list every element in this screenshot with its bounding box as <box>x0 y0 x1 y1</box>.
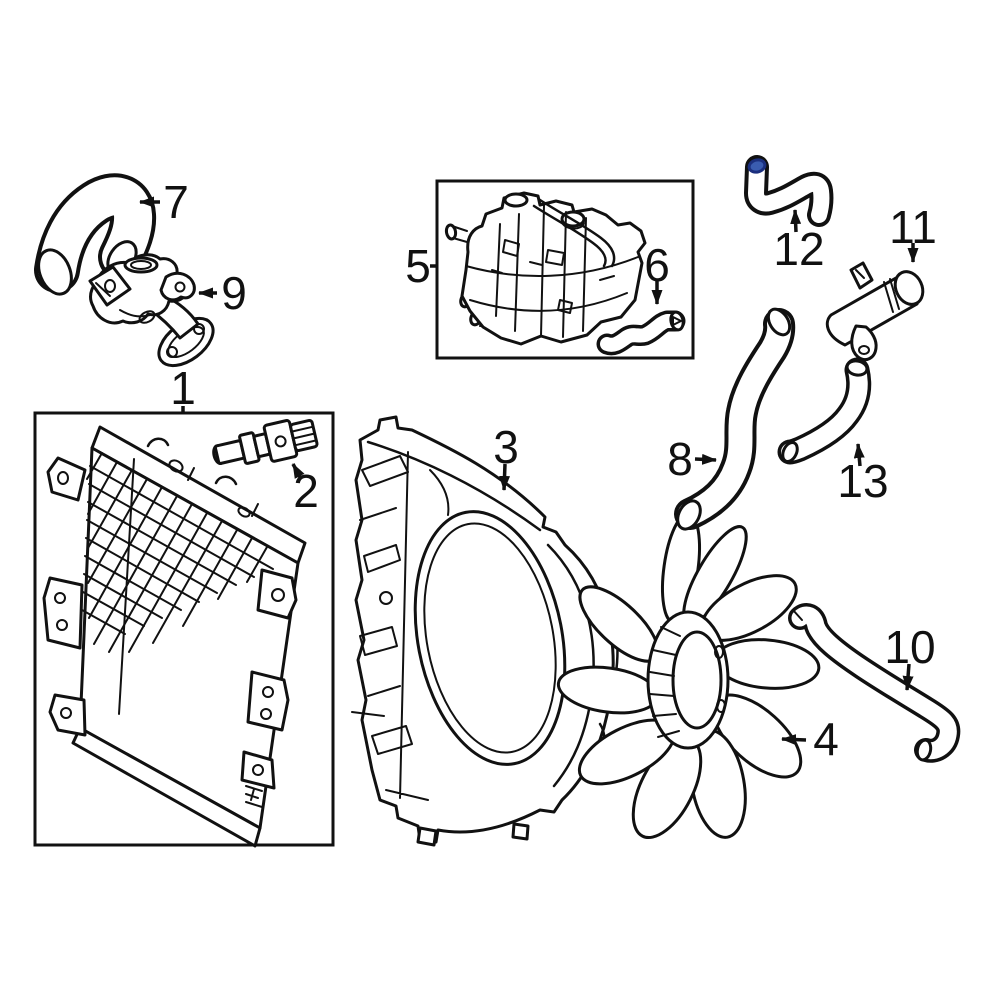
callout-arrow-3 <box>499 463 511 491</box>
callout-3[interactable]: 3 <box>493 421 519 473</box>
group-box-5 <box>435 179 695 360</box>
callout-7[interactable]: 7 <box>163 176 189 228</box>
hose-cut-end <box>766 307 792 337</box>
part-8-lower-radiator-hose[interactable] <box>673 305 796 533</box>
callout-1[interactable]: 1 <box>170 362 196 414</box>
part-5-coolant-reservoir[interactable] <box>444 191 647 346</box>
part-3-fan-shroud[interactable] <box>351 415 619 847</box>
callout-8[interactable]: 8 <box>667 433 693 485</box>
reservoir-body <box>460 191 647 346</box>
part-10-heater-hose[interactable] <box>788 603 961 763</box>
hose-opening <box>37 248 73 296</box>
callout-12[interactable]: 12 <box>773 223 824 275</box>
core-hatch-b <box>86 452 268 653</box>
callout-2[interactable]: 2 <box>293 465 319 517</box>
part-12-heater-hose-selected[interactable] <box>744 155 834 227</box>
callout-13[interactable]: 13 <box>837 455 888 507</box>
part-4-fan-blade[interactable] <box>555 511 821 848</box>
outlet-opening <box>893 270 925 306</box>
hose-opening-2 <box>781 441 799 463</box>
callout-6[interactable]: 6 <box>644 239 670 291</box>
shroud-opening <box>413 510 567 766</box>
radiator-bottom-tank <box>71 726 262 848</box>
part-9-water-inlet-housing[interactable] <box>88 253 222 375</box>
callout-4[interactable]: 4 <box>813 713 839 765</box>
part-1-radiator[interactable] <box>42 425 307 848</box>
callout-arrow-12 <box>790 209 802 233</box>
callout-5[interactable]: 5 <box>405 240 431 292</box>
reservoir-cap <box>503 192 529 208</box>
callout-arrow-13 <box>853 443 865 467</box>
bracket-detail <box>245 785 263 808</box>
callout-11[interactable]: 11 <box>889 201 937 253</box>
part-2-radiator-drain-plug[interactable] <box>210 415 319 474</box>
callout-10[interactable]: 10 <box>884 621 935 673</box>
hose-opening <box>676 499 702 531</box>
part-6-reservoir-hose[interactable] <box>596 310 686 356</box>
part-11-water-outlet-pipe[interactable] <box>825 261 928 362</box>
callout-arrow-4 <box>781 734 807 746</box>
callout-arrow-8 <box>694 453 717 465</box>
hose-opening <box>747 158 767 174</box>
hose-opening <box>915 738 933 762</box>
part-13-bypass-hose[interactable] <box>777 357 872 465</box>
callout-arrow-10 <box>902 663 914 691</box>
hose-opening <box>845 359 869 377</box>
fan-hub-dish <box>671 630 723 730</box>
callout-arrow-2 <box>291 463 305 479</box>
part-7-overflow-hose-elbow[interactable] <box>32 173 157 299</box>
callout-9[interactable]: 9 <box>221 267 247 319</box>
outlet-barb <box>850 324 878 362</box>
